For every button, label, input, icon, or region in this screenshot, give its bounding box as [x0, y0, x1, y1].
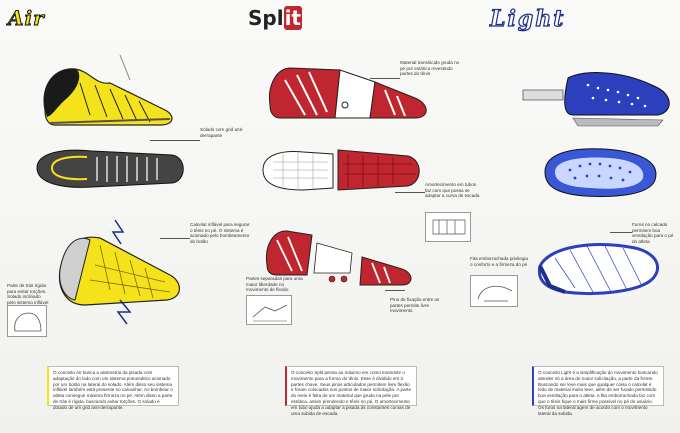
heel-sketch-icon [14, 312, 42, 332]
title-split: Split [248, 6, 302, 30]
flex-sketch-icon [252, 304, 288, 322]
title-split-b: it [283, 6, 302, 30]
light-shoe-three-quarter [537, 243, 660, 295]
description-air: O conceito Air busca a assimetria da pis… [47, 366, 179, 410]
note-split-pin: Pino de fixação entre as partes permite … [390, 297, 440, 314]
description-light: O conceito Light é a simplificação do mo… [532, 366, 664, 416]
leader-split-pin [385, 290, 405, 291]
title-air: Air [8, 6, 45, 31]
note-split-parts: Partes separadas para uma maior liberdad… [246, 276, 303, 293]
note-light-foam: Furos no calcado permitem boa ventilação… [632, 222, 674, 244]
leader-air-pump [160, 238, 190, 239]
light-shoe-side [522, 72, 670, 127]
tube-sketch-icon [432, 219, 466, 235]
strap-sketch-icon [477, 285, 513, 302]
note-split-tubes: Amortecimento em tubos faz com que possa… [425, 182, 480, 199]
leader-light-foam [610, 232, 632, 233]
split-tubes-detail-box [425, 212, 471, 242]
note-light-fix: Fita emborrachada privilegia o conforto … [470, 256, 528, 267]
note-air-pump: Calcelat inflável para segurar o tênis n… [190, 222, 250, 244]
title-split-a: Spl [248, 6, 284, 30]
air-sole-top [36, 149, 184, 188]
description-split: O conceito Split pensa ao máximo em como… [285, 366, 417, 416]
note-air-sole: Solado com grid anti-derrapante [200, 127, 244, 138]
split-parts-detail-box [246, 295, 292, 325]
air-heel-detail-box [7, 305, 47, 337]
air-shoe-three-quarter [58, 219, 180, 325]
leader-split-material [370, 78, 400, 79]
note-air-heel: Parte de trás rígida para evitar torções… [7, 283, 49, 305]
note-split-material: Material translúcido gruda no pé por est… [400, 60, 460, 77]
split-shoe-side [268, 67, 427, 119]
footer-strip [0, 415, 680, 425]
leader-air-sole [150, 140, 200, 141]
leader-split-tubes [395, 192, 425, 193]
title-light: Light [489, 5, 566, 32]
split-shoe-exploded [265, 230, 412, 286]
light-fix-detail-box [470, 275, 518, 307]
air-shoe-side [43, 54, 173, 126]
light-sole-top [544, 148, 657, 197]
split-sole-top [262, 149, 420, 191]
